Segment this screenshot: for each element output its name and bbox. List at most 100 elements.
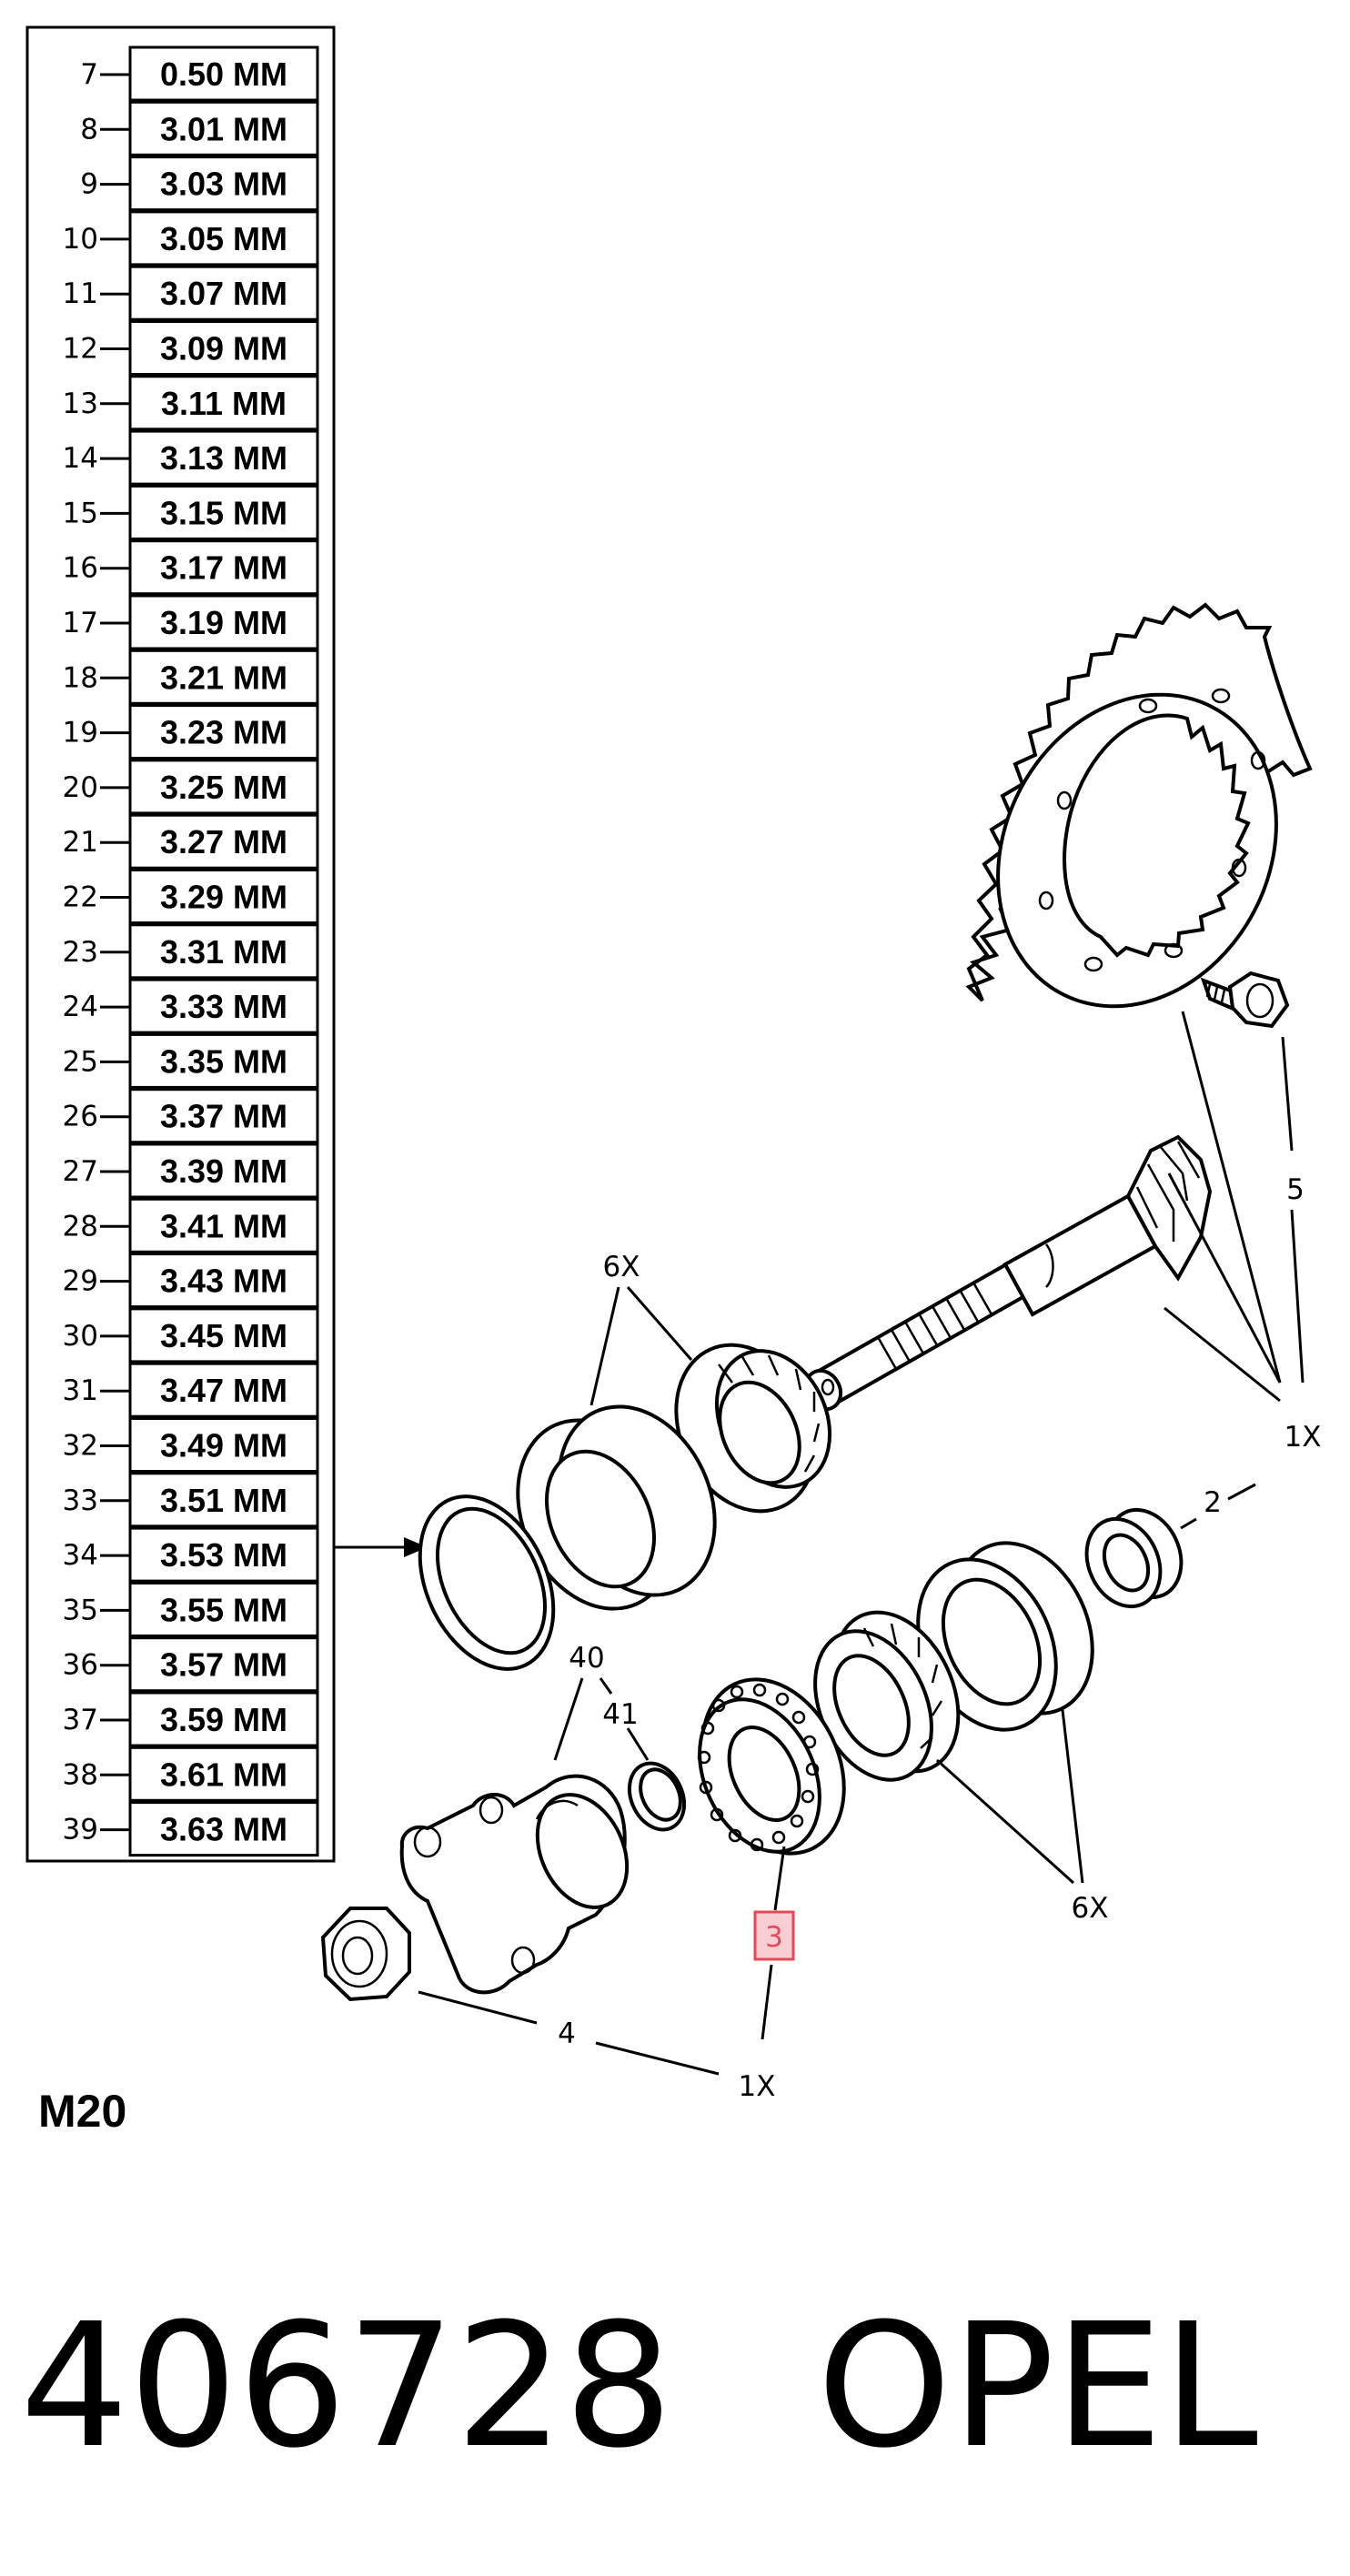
- callout-4: 4: [558, 2018, 576, 2050]
- shim-row-number: 16: [63, 552, 98, 585]
- shim-row-box: [128, 484, 319, 540]
- shim-row: 24 3.33 MM: [63, 978, 319, 1034]
- shim-row: 26 3.37 MM: [63, 1088, 319, 1144]
- shim-row-box: [128, 1088, 319, 1144]
- shim-row-box: [128, 1581, 319, 1637]
- seal-ring: [1084, 1507, 1184, 1609]
- callout-2: 2: [1204, 1486, 1222, 1519]
- callout-labels: 5 1X 6X 2 40 41 3 6X 4 1X: [558, 1173, 1321, 2103]
- shim-row-value: 3.37 MM: [160, 1098, 287, 1135]
- lower-bearing-cone: [813, 1610, 961, 1782]
- shim-row-box: [128, 649, 319, 705]
- shim-row-value: 3.35 MM: [160, 1042, 287, 1080]
- shim-row-number: 23: [63, 936, 98, 969]
- shim-ring: [418, 1494, 556, 1671]
- shim-row-value: 3.19 MM: [160, 604, 287, 641]
- shim-row-box: [128, 1746, 319, 1802]
- upper-bearing-cup: [516, 1404, 717, 1611]
- shim-row-box: [128, 45, 319, 102]
- shim-row-box: [128, 1472, 319, 1528]
- leader-lines: [418, 1011, 1305, 2076]
- shim-row-value: 3.31 MM: [160, 933, 287, 971]
- shim-row: 32 3.49 MM: [63, 1417, 319, 1473]
- ring-gear-bolt-holes: [1038, 688, 1266, 972]
- shim-row-number: 33: [63, 1484, 98, 1517]
- shim-row-number: 10: [63, 223, 98, 256]
- shim-row-value: 3.45 MM: [160, 1317, 287, 1354]
- shim-row-value: 3.13 MM: [160, 439, 287, 477]
- shim-row-number: 28: [63, 1210, 98, 1243]
- shim-row-box: [128, 978, 319, 1034]
- shim-row-box: [128, 923, 319, 980]
- shim-row-value: 3.61 MM: [160, 1756, 287, 1793]
- upper-bearing-cone: [674, 1343, 832, 1514]
- shim-row-number: 7: [80, 58, 98, 91]
- shim-row-value: 3.07 MM: [160, 275, 287, 312]
- shim-row-value: 3.21 MM: [160, 659, 287, 696]
- shim-row-number: 24: [63, 991, 98, 1023]
- shim-row: 16 3.17 MM: [63, 539, 319, 596]
- shim-row-number: 21: [63, 826, 98, 859]
- shim-row-value: 3.03 MM: [160, 166, 287, 203]
- shim-row-number: 32: [63, 1430, 98, 1463]
- shim-row-number: 38: [63, 1758, 98, 1791]
- shim-row-box: [128, 539, 319, 596]
- shim-row: 21 3.27 MM: [63, 813, 319, 870]
- shim-row-number: 20: [63, 771, 98, 804]
- shim-row-box: [128, 1801, 319, 1857]
- highlight-box-3: [753, 1910, 795, 1961]
- shim-row-number: 39: [63, 1814, 98, 1846]
- shim-row-number: 27: [63, 1155, 98, 1188]
- shim-row-value: 3.17 MM: [160, 549, 287, 587]
- shim-row-number: 26: [63, 1101, 98, 1133]
- ring-gear-bolt: [1200, 971, 1290, 1029]
- shim-row-value: 3.23 MM: [160, 714, 287, 751]
- shim-row-value: 3.27 MM: [160, 823, 287, 860]
- shim-row-number: 18: [63, 661, 98, 694]
- shim-row-number: 13: [63, 387, 98, 420]
- shim-row-value: 3.49 MM: [160, 1427, 287, 1464]
- shim-row-box: [128, 1253, 319, 1309]
- shim-row-number: 25: [63, 1045, 98, 1078]
- shim-row-value: 0.50 MM: [160, 55, 287, 93]
- shim-row-box: [128, 100, 319, 156]
- shim-row-value: 3.57 MM: [160, 1646, 287, 1684]
- shim-row-value: 3.47 MM: [160, 1372, 287, 1409]
- shim-row-box: [128, 375, 319, 431]
- callout-1x-top: 1X: [1285, 1421, 1322, 1454]
- shim-row-box: [128, 429, 319, 486]
- lower-bearing-cup: [916, 1541, 1094, 1732]
- shim-row-value: 3.05 MM: [160, 220, 287, 257]
- shim-row-box: [128, 265, 319, 321]
- drive-flange: [399, 1774, 630, 1995]
- shim-row-value: 3.41 MM: [160, 1207, 287, 1244]
- shim-row-value: 3.09 MM: [160, 330, 287, 367]
- shim-row-box: [128, 1691, 319, 1747]
- shim-row-value: 3.39 MM: [160, 1152, 287, 1190]
- shim-row-value: 3.55 MM: [160, 1591, 287, 1628]
- part-number: 406728: [20, 2287, 673, 2486]
- shim-row-box: [128, 1526, 319, 1583]
- shim-row-value: 3.33 MM: [160, 988, 287, 1025]
- shim-row-box: [128, 1032, 319, 1089]
- shim-row-box: [128, 594, 319, 650]
- shim-row-box: [128, 704, 319, 760]
- brand-name: OPEL: [817, 2287, 1258, 2486]
- shim-row-box: [128, 813, 319, 870]
- shim-row-value: 3.63 MM: [160, 1811, 287, 1848]
- shim-row: 27 3.39 MM: [63, 1142, 319, 1199]
